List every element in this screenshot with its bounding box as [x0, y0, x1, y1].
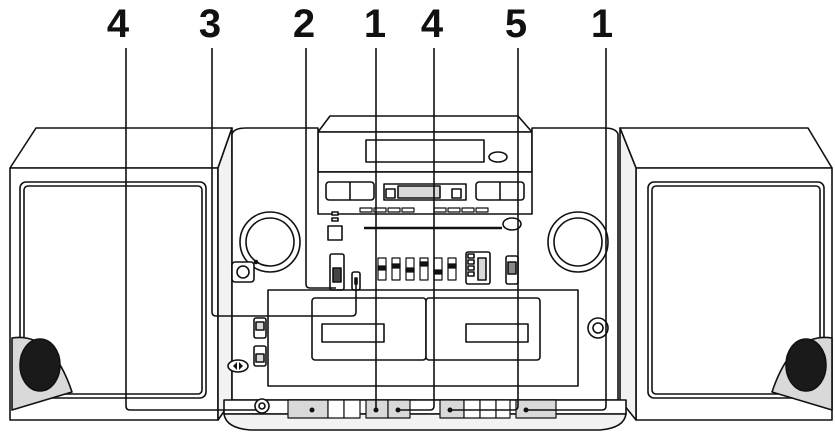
- callout-5: 5: [504, 2, 528, 46]
- callout-2: 2: [292, 2, 316, 46]
- left-bass-port: [19, 338, 61, 392]
- callout-4-left: 4: [106, 2, 130, 46]
- left-speaker: [9, 127, 233, 421]
- cd-button-row: [359, 207, 489, 213]
- callout-3: 3: [198, 2, 222, 46]
- leader-lines: [125, 48, 607, 411]
- right-speaker: [619, 127, 833, 421]
- main-unit: [223, 115, 627, 431]
- equalizer-sliders: [377, 257, 457, 281]
- right-bass-port: [785, 338, 827, 392]
- callout-1-left: 1: [363, 2, 387, 46]
- callout-1-right: 1: [590, 2, 614, 46]
- callout-4-center: 4: [420, 2, 444, 46]
- leader-dots: [309, 407, 529, 413]
